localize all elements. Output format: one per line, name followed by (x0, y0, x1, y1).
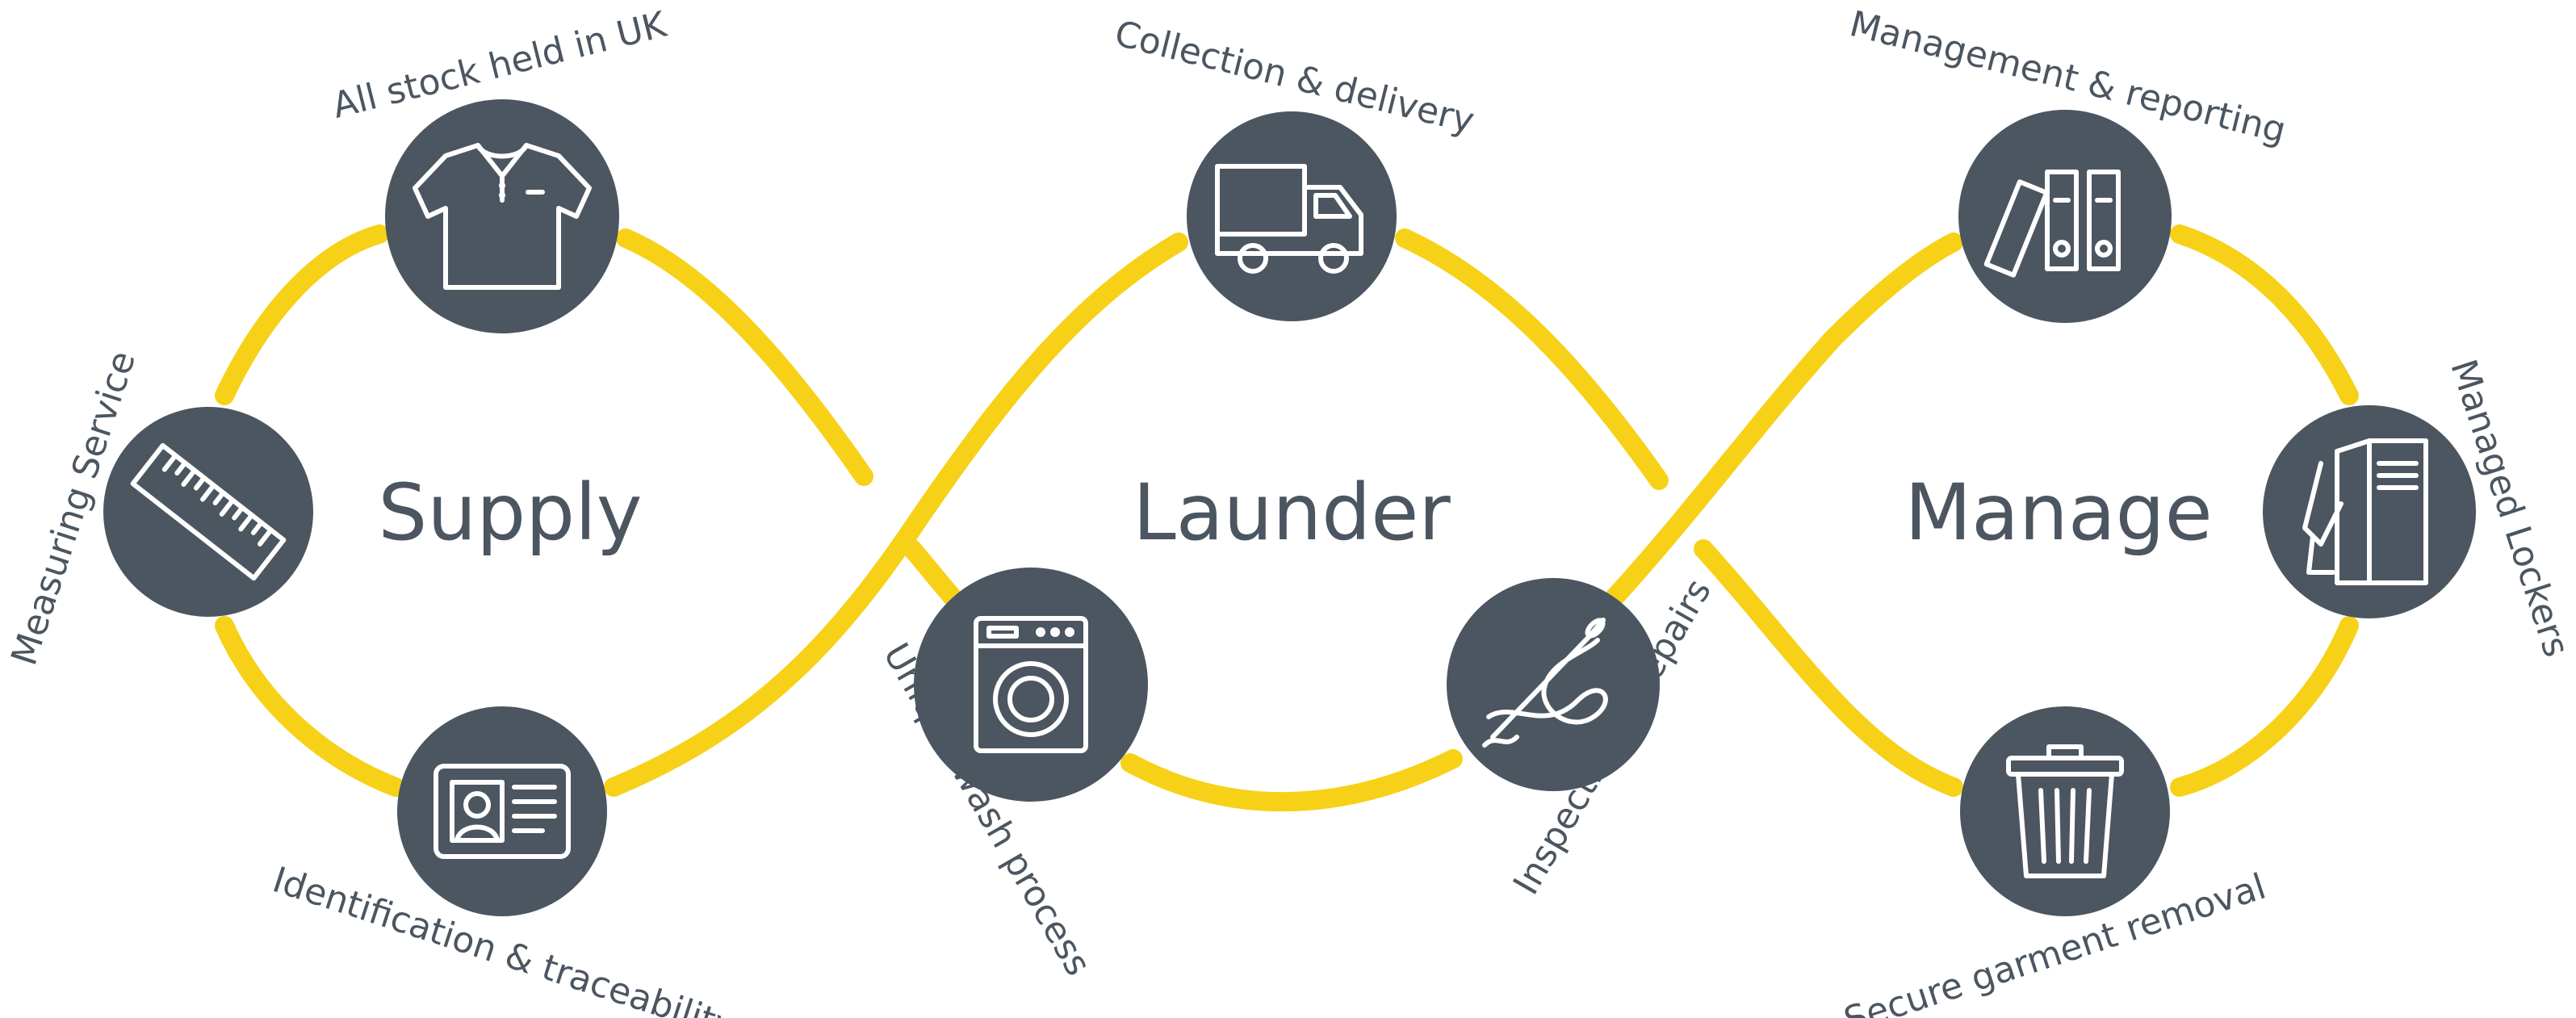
ruler-icon (130, 442, 287, 581)
node-lockers: Managed Lockers (2263, 354, 2576, 662)
id-card-icon (434, 764, 571, 859)
binders-icon (1983, 170, 2121, 278)
trash-bin-icon (2006, 744, 2124, 878)
locker-icon (2302, 438, 2428, 585)
delivery-truck-icon (1215, 164, 1363, 274)
section-title-supply: Supply (378, 467, 642, 558)
node-uk-stock: All stock held in UK (329, 4, 671, 333)
node-wash: Unique wash process (875, 568, 1148, 982)
node-repairs: Inspection & repairs (1447, 572, 1719, 902)
polo-shirt-icon (413, 143, 592, 290)
node-measuring: Measuring Service (3, 346, 313, 670)
needle-thread-icon (1482, 618, 1608, 748)
section-title-launder: Launder (1133, 467, 1451, 558)
washing-machine-icon (974, 616, 1088, 753)
section-title-manage: Manage (1904, 467, 2212, 558)
node-collection: Collection & delivery (1111, 13, 1478, 321)
yellow-wave (215, 224, 2359, 812)
